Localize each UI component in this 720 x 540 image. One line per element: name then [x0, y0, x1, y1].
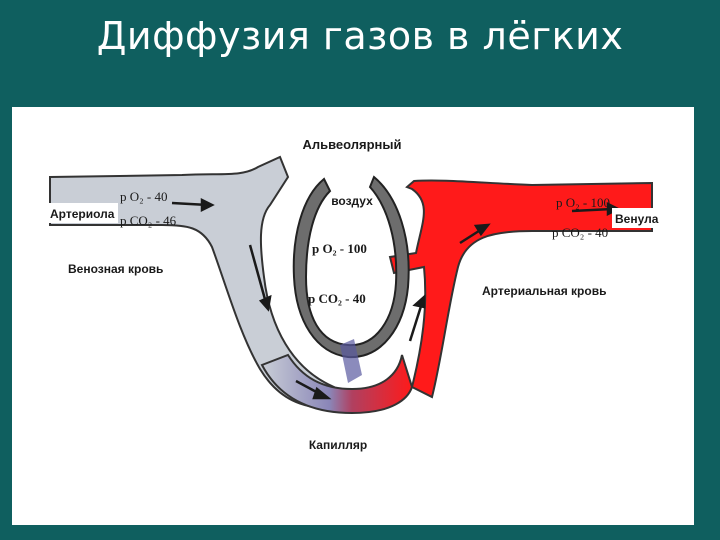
arteriole-label-box [48, 203, 118, 223]
label-arteriole: Артериола [50, 207, 115, 221]
alveolus-wall [292, 175, 410, 359]
arterial-pco2: p CO₂ - 40 [552, 225, 608, 240]
label-venule: Венула [615, 212, 659, 226]
arterial-po2: p O₂ - 100 [556, 195, 610, 210]
venule-label-box [612, 208, 660, 228]
venous-pco2: p CO₂ - 46 [120, 213, 177, 228]
diagram-panel: Альвеолярный воздух p O₂ - 100 p CO₂ - 4… [12, 107, 694, 525]
capillary-vessel [260, 353, 414, 415]
venous-po2: p O₂ - 40 [120, 189, 168, 204]
alveolar-pco2: p CO₂ - 40 [308, 291, 366, 306]
label-alveolar-line2: воздух [331, 194, 373, 208]
slide-title: Диффузия газов в лёгких [96, 14, 624, 58]
gas-diffusion-diagram: Альвеолярный воздух p O₂ - 100 p CO₂ - 4… [48, 137, 660, 452]
label-alveolar-line1: Альвеолярный [302, 137, 401, 152]
label-arterial-blood: Артериальная кровь [482, 284, 606, 298]
alveolar-po2: p O₂ - 100 [312, 241, 367, 256]
arterial-vessel [388, 179, 653, 399]
diffusion-zone [340, 339, 362, 383]
label-venous-blood: Венозная кровь [68, 262, 163, 276]
label-capillary: Капилляр [309, 438, 367, 452]
flow-arrows [171, 197, 621, 400]
